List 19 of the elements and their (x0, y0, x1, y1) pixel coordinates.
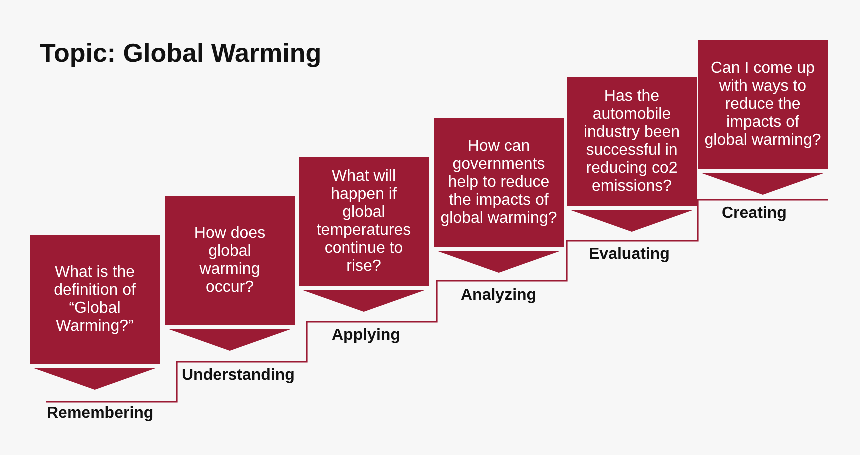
question-text: How can governments help to reduce the impacts of global warming? (440, 138, 558, 228)
level-label: Creating (722, 204, 787, 224)
level-label: Remembering (47, 404, 154, 424)
level-label: Applying (332, 326, 400, 346)
title: Topic: Global Warming (40, 37, 322, 69)
question-callout (299, 157, 429, 312)
question-text: How does global warming occur? (193, 224, 267, 296)
question-callout (30, 235, 160, 390)
level-label: Understanding (182, 366, 295, 386)
question-callout (698, 40, 828, 195)
question-text: Can I come up with ways to reduce the impacts of global warming? (704, 60, 822, 150)
level-label: Analyzing (461, 286, 537, 306)
question-text: Has the automobile industry been successful in reducing co2 emissions? (582, 88, 682, 196)
question-callout (165, 196, 295, 351)
question-text: What will happen if global temperatures continue to rise? (316, 168, 412, 276)
level-label: Evaluating (589, 245, 670, 265)
question-text: What is the definition of “Global Warming?” (53, 264, 137, 336)
question-callout (434, 118, 564, 273)
question-callout (567, 77, 697, 232)
